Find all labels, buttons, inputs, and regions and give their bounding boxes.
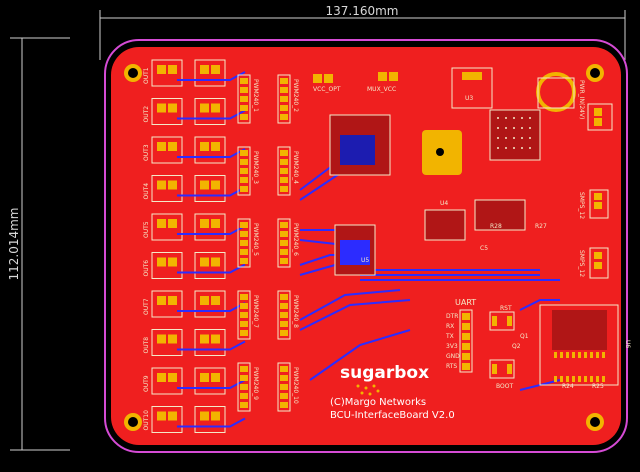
height-dimension-label: 112.014mm [7,207,21,280]
r24-label: R24 [562,383,574,390]
pwm-header-label: PWM240_2 [292,79,299,112]
r25-label: R25 [592,383,604,390]
output-connector-label: OUT7 [143,298,150,315]
regulator-area: U4 R28 R27 C5 [424,199,547,252]
pwr-in-terminal[interactable]: PWR_IN(24V) [578,80,613,131]
u6-label: U6 [624,340,631,348]
pwm-header-8[interactable]: PWM240_8 [277,290,299,340]
mux-vcc-header[interactable]: MUX_VCC [367,72,398,93]
output-connector-label: OUT10 [143,410,150,431]
power-section: U3 [422,67,576,175]
output-connector-9[interactable]: OUT9 [143,367,246,395]
pwm-header-10[interactable]: PWM240_10 [277,362,299,412]
pwm-header-label: PWM240_3 [252,151,259,184]
output-connector-label: OUT2 [143,106,150,123]
q1-label: Q1 [520,333,529,340]
output-connector-label: OUT6 [143,260,150,277]
pwr-in-label: PWR_IN(24V) [578,80,585,119]
pwm-header-7[interactable]: PWM240_7 [237,290,259,340]
smps-connector-2[interactable]: SMPS_12 [578,247,609,279]
copyright-text: (C)Margo Networks [330,397,426,408]
r27-label: R27 [535,223,547,230]
pwm-header-1[interactable]: PWM240_1 [237,74,259,124]
output-connector-label: OUT1 [143,67,150,84]
output-connector-5[interactable]: OUT5 [143,213,246,241]
output-connector-label: OUT4 [143,183,150,200]
pwm-header-label: PWM240_9 [252,367,259,400]
output-connector-label: OUT5 [143,221,150,238]
mounting-holes [124,64,604,431]
c5-label: C5 [480,245,488,252]
uart-3v3-label: 3V3 [446,343,458,350]
r28-label: R28 [490,223,502,230]
uart-rx-label: RX [446,323,454,330]
uart-dtr-label: DTR [446,313,458,320]
board-outline [104,39,628,453]
vcc-opt-label: VCC_OPT [313,86,341,93]
esp32-module: U6 R24 R25 [539,304,631,390]
smps-label-2: SMPS_12 [578,250,585,277]
board-version-text: BCU-InterfaceBoard V2.0 [330,410,455,421]
pwm-header-6[interactable]: PWM240_6 [277,218,299,268]
pwm-header-label: PWM240_7 [252,295,259,328]
pwm-header-label: PWM240_6 [292,223,299,256]
smps-label-1: SMPS_12 [578,192,585,219]
pwm-header-2[interactable]: PWM240_2 [277,74,299,124]
boot-button[interactable]: BOOT [489,359,515,390]
uart-rts-label: RTS [446,363,457,370]
boot-label: BOOT [496,383,513,390]
smps-connector-1[interactable]: SMPS_12 [578,189,609,219]
output-connector-10[interactable]: OUT10 [143,406,246,433]
pwm-header-3[interactable]: PWM240_3 [237,146,259,196]
uart-label: UART [455,298,476,307]
dimension-height: 112.014mm [7,37,70,451]
output-connector-label: OUT3 [143,144,150,161]
q2-label: Q2 [512,343,521,350]
rst-label: RST [500,305,512,312]
u5-label: U5 [361,257,369,264]
pwm-header-4[interactable]: PWM240_4 [277,146,299,196]
rst-button[interactable]: RST [489,305,515,331]
u4-label: U4 [440,200,448,207]
output-connector-label: OUT8 [143,337,150,354]
uart-header[interactable]: UART DTR RX TX 3V3 GND RTS [445,298,476,373]
width-dimension-label: 137.160mm [325,4,398,18]
brand-logo-dots [356,384,380,396]
output-connector-label: OUT9 [143,375,150,392]
uart-tx-label: TX [445,333,454,340]
uart-gnd-label: GND [446,353,460,360]
pwm-header-label: PWM240_1 [252,79,259,112]
pwm-header-5[interactable]: PWM240_5 [237,218,259,268]
dimension-width: 137.160mm [99,4,626,60]
pwm-header-9[interactable]: PWM240_9 [237,362,259,412]
pwm-header-label: PWM240_8 [292,295,299,328]
pwm-header-label: PWM240_10 [292,367,299,404]
mux-vcc-label: MUX_VCC [367,86,396,93]
vcc-opt-header[interactable]: VCC_OPT [313,74,341,93]
pwm-header-label: PWM240_4 [292,151,299,184]
brand-logo-text: sugarbox [340,363,429,383]
output-connector-8[interactable]: OUT8 [143,329,246,356]
pwm-header-label: PWM240_5 [252,223,259,256]
output-connector-2[interactable]: OUT2 [143,98,246,125]
mux-ic-cluster: U5 [329,114,391,276]
u3-label: U3 [465,95,473,102]
